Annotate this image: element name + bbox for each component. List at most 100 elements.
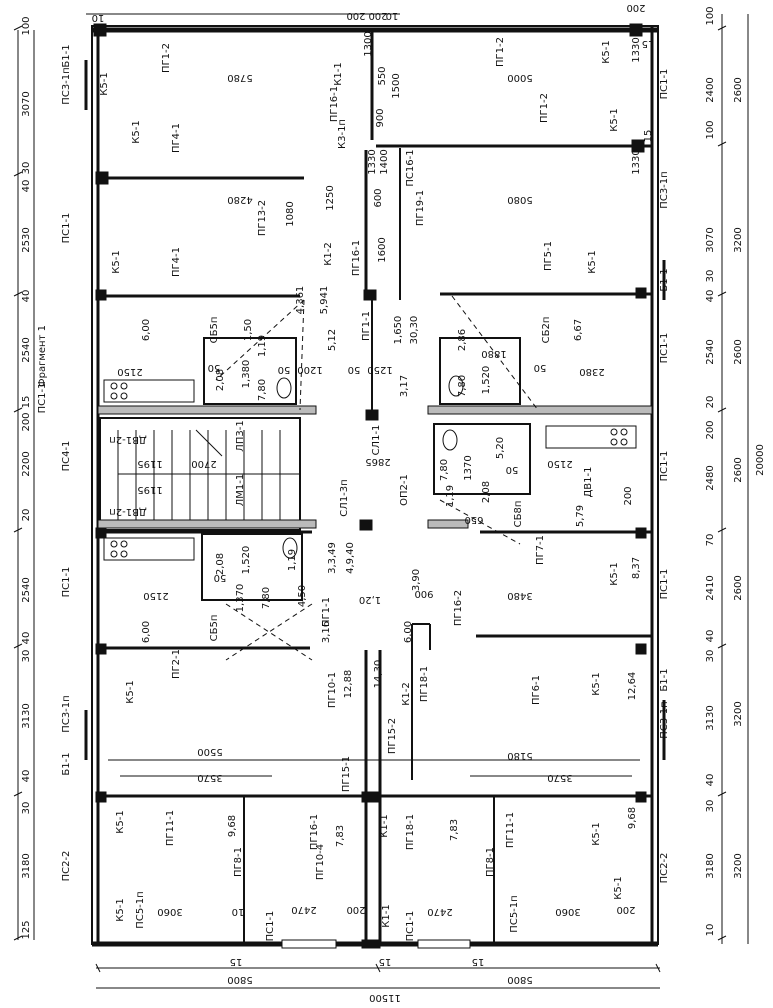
- plan-label: К5-1: [115, 898, 126, 921]
- plan-label: 2700: [191, 458, 216, 469]
- plan-label: 3130: [21, 703, 32, 728]
- plan-label: 200: [346, 904, 365, 915]
- plan-label: 1080: [285, 201, 296, 226]
- plan-label: ПС1-1: [405, 911, 416, 942]
- plan-label: 3570: [547, 772, 572, 783]
- structure-geometry: [13, 13, 749, 989]
- plan-label: 30,30: [409, 316, 420, 345]
- plan-label: 900: [414, 588, 433, 599]
- plan-label: ПГ8-1: [233, 847, 244, 877]
- plan-label: Б1-1: [61, 44, 72, 67]
- plan-label: Б1-1: [659, 268, 670, 291]
- plan-label: 3200: [733, 701, 744, 726]
- plan-label: 200: [616, 904, 635, 915]
- plan-label: ПС1-1: [659, 569, 670, 600]
- plan-label: 1400: [379, 149, 390, 174]
- plan-label: К1-1: [333, 62, 344, 85]
- plan-label: 30: [21, 650, 32, 663]
- plan-label: 14,30: [373, 660, 384, 689]
- plan-label: 5780: [227, 72, 252, 83]
- plan-label: ПГ16-1: [329, 86, 340, 122]
- plan-label: 200: [21, 412, 32, 431]
- plan-label: 5800: [227, 974, 252, 985]
- plan-label: 3200: [733, 853, 744, 878]
- plan-label: 6,00: [141, 319, 152, 341]
- plan-label: ПС5-1п: [135, 891, 146, 928]
- plan-label: 15: [642, 38, 655, 49]
- plan-label: 1370: [463, 455, 474, 480]
- plan-label: ОП2-1: [399, 474, 410, 506]
- plan-label: 1,19: [257, 335, 268, 357]
- plan-label: 3180: [21, 853, 32, 878]
- plan-label: К5-1: [591, 672, 602, 695]
- plan-label: 9,68: [227, 815, 238, 837]
- plan-label: 3060: [555, 906, 580, 917]
- plan-label: 200: [626, 2, 645, 13]
- plan-label: ПС2-2: [61, 851, 72, 882]
- plan-label: 30: [21, 802, 32, 815]
- plan-label: 1,20: [359, 594, 381, 605]
- plan-label: 2,08: [481, 481, 492, 503]
- plan-label: ПГ10-1: [327, 672, 338, 708]
- plan-label: Б1-1: [659, 668, 670, 691]
- plan-label: 40: [705, 630, 716, 643]
- plan-label: 15: [230, 956, 243, 967]
- plan-label: 3,17: [399, 375, 410, 397]
- plan-label: 1,380: [241, 360, 252, 389]
- plan-label: 30: [705, 270, 716, 283]
- plan-label: ПГ1-2: [161, 43, 172, 73]
- plan-label: ПГ2-1: [171, 649, 182, 679]
- plan-label: ПГ1-1: [361, 311, 372, 341]
- plan-label: 2470: [427, 906, 452, 917]
- plan-label: ПГ8-1: [485, 847, 496, 877]
- plan-label: ПС1-1: [659, 451, 670, 482]
- plan-label: 1880: [481, 348, 506, 359]
- plan-label: ПГ7-1: [535, 535, 546, 565]
- plan-label: 200: [705, 420, 716, 439]
- plan-label: 10: [386, 10, 399, 21]
- plan-label: 1330: [631, 149, 642, 174]
- plan-label: 3180: [705, 853, 716, 878]
- plan-label: 5,20: [495, 437, 506, 459]
- plan-label: 40: [705, 774, 716, 787]
- plan-label: 3200: [733, 227, 744, 252]
- plan-label: 40: [21, 770, 32, 783]
- plan-label: 3130: [705, 705, 716, 730]
- plan-label: ПГ5-1: [543, 241, 554, 271]
- plan-label: 2600: [733, 339, 744, 364]
- plan-label: СЛ1-3п: [339, 479, 350, 516]
- plan-label: 2600: [733, 457, 744, 482]
- plan-label: 4,9,40: [345, 542, 356, 574]
- plan-label: ДВ1-1: [583, 466, 594, 497]
- plan-label: ПГ1-1: [321, 597, 332, 627]
- plan-label: ПГ1-2: [495, 37, 506, 67]
- plan-label: 5,79: [575, 505, 586, 527]
- plan-label: 2540: [705, 339, 716, 364]
- plan-label: 50: [534, 362, 547, 373]
- plan-label: К5-1: [609, 108, 620, 131]
- plan-label: К1-2: [401, 682, 412, 705]
- plan-label: 200: [623, 486, 634, 505]
- plan-label: 2480: [705, 465, 716, 490]
- plan-label: СБ8п: [513, 501, 524, 528]
- plan-label: ПС5-1п: [509, 895, 520, 932]
- plan-label: 1,19: [445, 485, 456, 507]
- plan-label: 5800: [507, 974, 532, 985]
- plan-label: ПГ15-1: [341, 756, 352, 792]
- plan-label: К5-1: [125, 680, 136, 703]
- plan-label: ПС3-1п: [659, 171, 670, 208]
- plan-label: 3060: [157, 906, 182, 917]
- plan-label: ПГ10-4: [315, 844, 326, 880]
- plan-label: ЛМ1-1: [235, 474, 246, 506]
- plan-label: К5-1: [111, 250, 122, 273]
- plan-label: 5,941: [319, 286, 330, 315]
- plan-label: 2540: [21, 337, 32, 362]
- plan-label: 1195: [137, 484, 162, 495]
- plan-label: ПГ16-2: [453, 590, 464, 626]
- plan-label: 5,12: [327, 329, 338, 351]
- plan-label: 20: [21, 509, 32, 522]
- plan-label: 1500: [391, 73, 402, 98]
- plan-label: 1330: [367, 149, 378, 174]
- plan-label: 12,64: [627, 672, 638, 701]
